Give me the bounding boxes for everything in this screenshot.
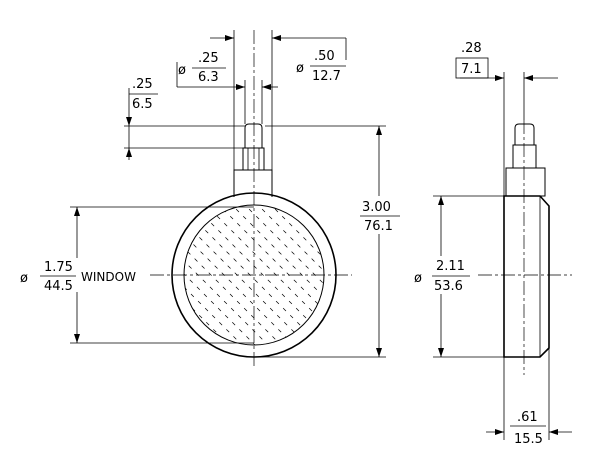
- dim-collar-dia: ø .50 12.7: [210, 30, 347, 170]
- front-stem-tip: [244, 123, 263, 148]
- stem-dia-symbol: ø: [178, 63, 186, 78]
- side-view: [455, 120, 572, 375]
- window-dia-symbol: ø: [20, 271, 28, 286]
- side-offset-mm: 7.1: [461, 62, 482, 77]
- side-stem-tip: [514, 123, 535, 145]
- stem-length-mm: 6.5: [132, 97, 153, 112]
- hatch-line: [184, 205, 292, 345]
- window-label: WINDOW: [81, 270, 136, 284]
- thickness-mm: 15.5: [514, 432, 543, 447]
- front-stem-lower: [242, 147, 265, 171]
- side-offset-inch: .28: [461, 41, 482, 56]
- window-dia-inch: 1.75: [44, 260, 73, 275]
- side-dia-symbol: ø: [414, 271, 422, 286]
- side-dia-mm: 53.6: [434, 279, 463, 294]
- dim-side-dia: ø 2.11 53.6: [412, 195, 504, 358]
- hatch-line: [184, 205, 324, 345]
- overall-height-mm: 76.1: [364, 219, 393, 234]
- stem-dia-mm: 6.3: [198, 70, 219, 85]
- stem-length-inch: .25: [132, 77, 153, 92]
- collar-dia-inch: .50: [314, 49, 335, 64]
- side-collar: [505, 167, 546, 197]
- side-offset-box: [455, 57, 489, 79]
- dim-window-dia: ø 1.75 44.5 WINDOW: [18, 206, 254, 344]
- dim-overall-height: 3.00 76.1: [256, 125, 402, 358]
- collar-dia-mm: 12.7: [312, 69, 341, 84]
- overall-height-inch: 3.00: [362, 200, 391, 215]
- side-body: [503, 195, 550, 358]
- front-view: [150, 30, 352, 366]
- dim-stem-length: .25 6.5: [124, 77, 245, 160]
- dim-stem-dia: ø .25 6.3: [176, 51, 278, 124]
- side-dia-inch: 2.11: [436, 259, 465, 274]
- dim-thickness: .61 15.5: [486, 348, 572, 447]
- thickness-inch: .61: [517, 410, 538, 425]
- side-stem: [512, 144, 537, 169]
- stem-dia-inch: .25: [198, 51, 219, 66]
- window-dia-mm: 44.5: [44, 279, 73, 294]
- dim-side-offset: .28 7.1: [455, 41, 558, 196]
- collar-dia-symbol: ø: [296, 61, 304, 76]
